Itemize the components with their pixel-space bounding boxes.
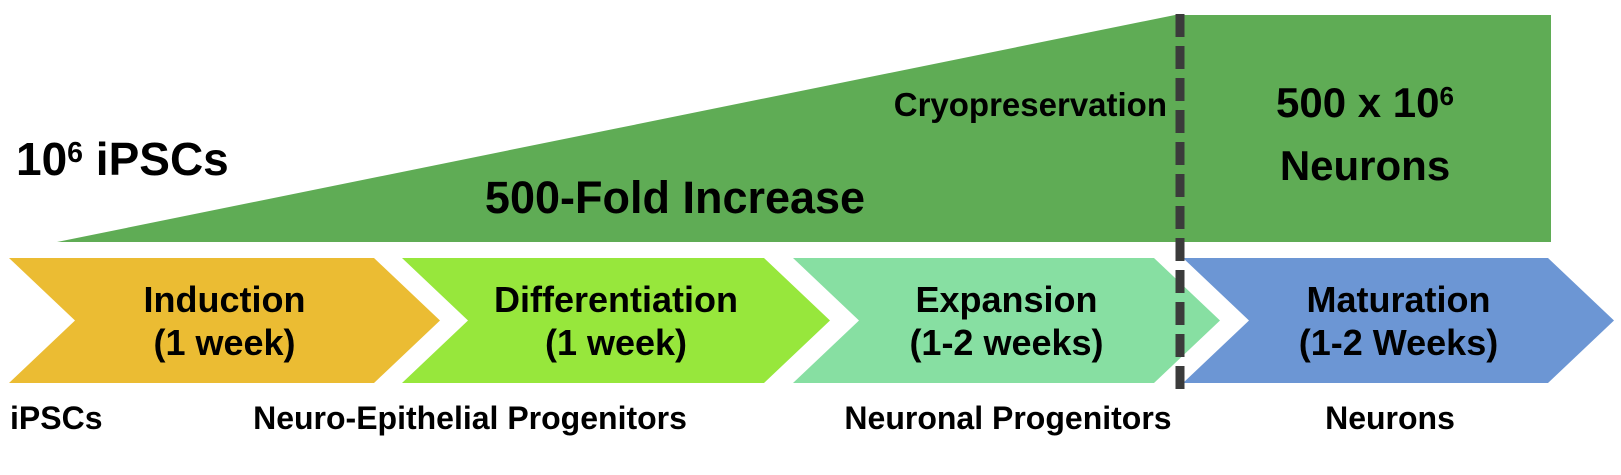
start-count-base: 10 <box>16 133 68 185</box>
end-count-exponent: 6 <box>1439 81 1454 112</box>
stage-duration: (1 week) <box>544 321 688 363</box>
stage-arrow-row: Induction (1 week) Differentiation (1 we… <box>0 258 1621 383</box>
stage-name: Maturation <box>1306 278 1491 320</box>
stage-name: Expansion <box>915 278 1098 320</box>
end-count-line2: Neurons <box>1279 142 1451 189</box>
stage-name: Differentiation <box>493 278 738 320</box>
start-count-suffix: iPSCs <box>83 133 229 185</box>
stage-arrow-expansion: Expansion (1-2 weeks) <box>793 258 1220 383</box>
stage-arrow-induction: Induction (1 week) <box>9 258 440 383</box>
end-count-base: 500 x 10 <box>1276 79 1440 126</box>
end-cell-count-label: 500 x 106 Neurons <box>1276 74 1454 194</box>
start-cell-count-label: 106 iPSCs <box>16 132 229 186</box>
stage-arrow-maturation: Maturation (1-2 Weeks) <box>1183 258 1614 383</box>
cell-type-label-neuronal-progenitors: Neuronal Progenitors <box>844 400 1172 436</box>
stage-duration: (1 week) <box>153 321 296 363</box>
cell-type-label-ipscs: iPSCs <box>10 400 103 436</box>
start-count-exponent: 6 <box>67 137 84 170</box>
cryopreservation-label: Cryopreservation <box>893 86 1167 123</box>
end-count-line1: 500 x 106 <box>1276 74 1454 137</box>
stage-name: Induction <box>143 278 306 320</box>
cell-type-label-neuro-epithelial-progenitors: Neuro-Epithelial Progenitors <box>253 400 687 436</box>
fold-increase-label: 500-Fold Increase <box>484 172 866 223</box>
cell-type-label-neurons: Neurons <box>1325 400 1455 436</box>
stage-duration: (1-2 weeks) <box>909 321 1104 363</box>
stage-arrow-differentiation: Differentiation (1 week) <box>402 258 830 383</box>
stage-duration: (1-2 Weeks) <box>1298 321 1499 363</box>
